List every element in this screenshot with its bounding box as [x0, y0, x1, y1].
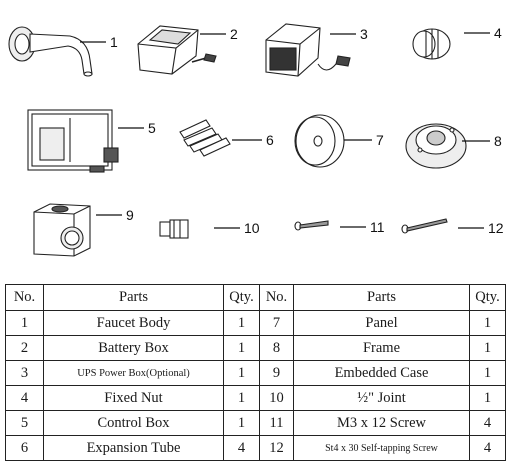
cell-no: 7 — [259, 310, 294, 336]
cell-qty: 1 — [469, 360, 506, 386]
table-row: 5 Control Box 1 11 M3 x 12 Screw 4 — [5, 410, 506, 436]
cell-part: M3 x 12 Screw — [293, 410, 470, 436]
cell-qty: 1 — [469, 335, 506, 361]
header-parts: Parts — [293, 284, 470, 311]
cell-part: Control Box — [43, 410, 224, 436]
table-row: 4 Fixed Nut 1 10 ½" Joint 1 — [5, 385, 506, 411]
frame-drawing — [405, 123, 467, 169]
cell-qty: 1 — [223, 335, 260, 361]
cell-qty: 4 — [469, 410, 506, 436]
half-inch-joint-drawing — [159, 219, 189, 239]
panel-drawing — [294, 114, 345, 168]
cell-part: St4 x 30 Self-tapping Screw — [293, 435, 470, 461]
expansion-tube-drawing — [179, 119, 231, 157]
cell-no: 8 — [259, 335, 294, 361]
cell-no: 10 — [259, 385, 294, 411]
callout-7: 7 — [376, 132, 384, 148]
cell-qty: 1 — [223, 310, 260, 336]
cell-qty: 1 — [469, 310, 506, 336]
table-row: 2 Battery Box 1 8 Frame 1 — [5, 335, 506, 361]
parts-table: No. Parts Qty. No. Parts Qty. 1 Faucet B… — [5, 284, 506, 461]
cell-qty: 4 — [469, 435, 506, 461]
cell-no: 3 — [5, 360, 44, 386]
m3-screw-drawing — [294, 220, 329, 231]
control-box-drawing — [27, 109, 119, 173]
cell-part: ½" Joint — [293, 385, 470, 411]
cell-part: Frame — [293, 335, 470, 361]
cell-qty: 1 — [223, 360, 260, 386]
st4-screw-drawing — [401, 218, 448, 234]
cell-no: 9 — [259, 360, 294, 386]
callout-1: 1 — [110, 34, 118, 50]
callout-3: 3 — [360, 26, 368, 42]
cell-part: UPS Power Box(Optional) — [43, 360, 224, 386]
header-parts: Parts — [43, 284, 224, 311]
cell-no: 11 — [259, 410, 294, 436]
header-no: No. — [5, 284, 44, 311]
cell-qty: 1 — [469, 385, 506, 411]
embedded-case-drawing — [33, 203, 91, 257]
callout-11: 11 — [370, 219, 385, 235]
callout-4: 4 — [494, 25, 502, 41]
cell-no: 5 — [5, 410, 44, 436]
cell-part: Expansion Tube — [43, 435, 224, 461]
battery-box-drawing — [137, 25, 217, 75]
cell-no: 6 — [5, 435, 44, 461]
ups-power-box-drawing — [265, 23, 351, 77]
parts-diagram: 1 2 3 4 5 6 7 8 9 10 11 12 — [8, 23, 504, 257]
faucet-body-drawing — [8, 26, 93, 77]
fixed-nut-drawing — [412, 28, 451, 60]
table-header-row: No. Parts Qty. No. Parts Qty. — [5, 284, 506, 311]
callout-9: 9 — [126, 207, 134, 223]
header-qty: Qty. — [223, 284, 260, 311]
cell-part: Panel — [293, 310, 470, 336]
cell-part: Fixed Nut — [43, 385, 224, 411]
header-qty: Qty. — [469, 284, 506, 311]
callout-8: 8 — [494, 133, 502, 149]
header-no: No. — [259, 284, 294, 311]
callout-2: 2 — [230, 26, 238, 42]
callout-5: 5 — [148, 120, 156, 136]
cell-no: 12 — [259, 435, 294, 461]
callout-6: 6 — [266, 132, 274, 148]
cell-part: Battery Box — [43, 335, 224, 361]
table-row: 3 UPS Power Box(Optional) 1 9 Embedded C… — [5, 360, 506, 386]
cell-qty: 4 — [223, 435, 260, 461]
cell-no: 4 — [5, 385, 44, 411]
cell-part: Embedded Case — [293, 360, 470, 386]
table-row: 6 Expansion Tube 4 12 St4 x 30 Self-tapp… — [5, 435, 506, 461]
cell-no: 1 — [5, 310, 44, 336]
callout-10: 10 — [244, 220, 260, 236]
cell-qty: 1 — [223, 385, 260, 411]
callout-12: 12 — [488, 220, 504, 236]
cell-part: Faucet Body — [43, 310, 224, 336]
cell-no: 2 — [5, 335, 44, 361]
cell-qty: 1 — [223, 410, 260, 436]
table-row: 1 Faucet Body 1 7 Panel 1 — [5, 310, 506, 336]
